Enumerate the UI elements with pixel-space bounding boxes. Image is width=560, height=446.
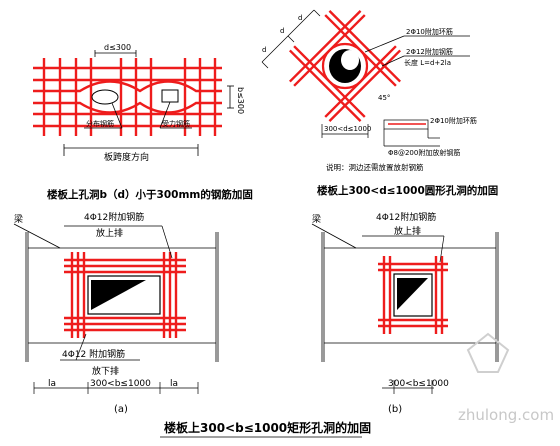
distribution-rebars [33, 66, 222, 128]
dim-la-left: la [48, 379, 56, 389]
small-hole-detail: d≤300 b≤300 分布钢筋 受力钢筋 板跨度方向 楼板上孔洞b（d）小于3… [33, 43, 253, 201]
opening-highlight [341, 50, 359, 70]
rect-opening [161, 89, 179, 103]
span-direction-label: 板跨度方向 [104, 151, 149, 163]
top-rebar-label: 4Φ12附加钢筋 [84, 211, 144, 223]
d-dimension [94, 50, 137, 57]
watermark-logo-icon [466, 332, 510, 373]
range-dimension [321, 124, 369, 138]
watermark-text: zhulong.com [458, 406, 554, 424]
caption-small-hole: 楼板上孔洞b（d）小于300mm的钢筋加固 [47, 188, 253, 201]
b-dimension [227, 85, 234, 109]
ring-label: 2Φ10附加环筋 [406, 27, 453, 36]
main-rebar-label: 受力钢筋 [162, 119, 190, 128]
angle-label: 45° [378, 94, 390, 102]
main-rebars [42, 58, 217, 136]
leaders [84, 101, 192, 129]
ring-rebar [321, 42, 369, 90]
dim-range: 300<b≤1000 [90, 379, 151, 389]
tag-a: (a) [114, 404, 128, 415]
beam-label: 梁 [312, 213, 321, 225]
d-label-1: d [262, 46, 266, 54]
radial-label: Φ8@200附加放射钢筋 [388, 148, 460, 157]
opening-shade [91, 280, 146, 310]
bottom-dimensions [382, 380, 434, 394]
note-text: 说明：洞边还需放置放射钢筋 [326, 162, 424, 172]
opening-shade [397, 278, 428, 310]
top-layer-label: 放上排 [394, 225, 421, 237]
b-label: b≤300 [236, 87, 245, 114]
added-rebars [378, 256, 448, 334]
d-label-3: d [298, 14, 302, 22]
range-label: 300<d≤1000 [324, 125, 371, 133]
ring-detail-label: 2Φ10附加环筋 [430, 116, 477, 125]
bottom-rebar-label: 4Φ12 附加钢筋 [62, 348, 125, 360]
top-layer-label: 放上排 [96, 227, 123, 239]
rect-hole-detail-b: 梁 4Φ12附加钢筋 放上排 300<b≤1000 (b) [311, 211, 499, 415]
round-hole-detail: d d d 2Φ10附加环筋 2Φ12附加钢筋 长度 L=d+2la 45° 3… [261, 9, 498, 197]
add-label: 2Φ12附加钢筋 [406, 47, 453, 56]
dim-la-right: la [170, 379, 178, 389]
beam-label: 梁 [14, 213, 23, 225]
round-opening [91, 89, 119, 105]
rect-hole-detail-a: 梁 4Φ12附加钢筋 放上排 4Φ12 附加钢筋 放下排 [13, 211, 219, 415]
watermark: zhulong.com [458, 332, 554, 424]
top-rebar-label: 4Φ12附加钢筋 [376, 211, 436, 223]
tag-b: (b) [388, 404, 402, 415]
dist-rebar-label: 分布钢筋 [86, 119, 114, 128]
beam-lines [13, 223, 219, 362]
main-caption: 楼板上300<b≤1000矩形孔洞的加固 [164, 420, 371, 435]
length-label: 长度 L=d+2la [404, 58, 451, 67]
d-label-2: d [280, 27, 284, 35]
added-rebars [64, 252, 186, 338]
caption-round-hole: 楼板上300<d≤1000圆形孔洞的加固 [317, 184, 498, 197]
span-direction [63, 144, 199, 156]
bottom-layer-label: 放下排 [92, 365, 119, 377]
bottom-dimensions [33, 382, 199, 394]
ring-detail [383, 119, 440, 147]
d-dimensions [261, 9, 321, 69]
dim-range: 300<b≤1000 [388, 379, 449, 389]
leaders [364, 35, 470, 67]
d-label: d≤300 [104, 43, 131, 52]
